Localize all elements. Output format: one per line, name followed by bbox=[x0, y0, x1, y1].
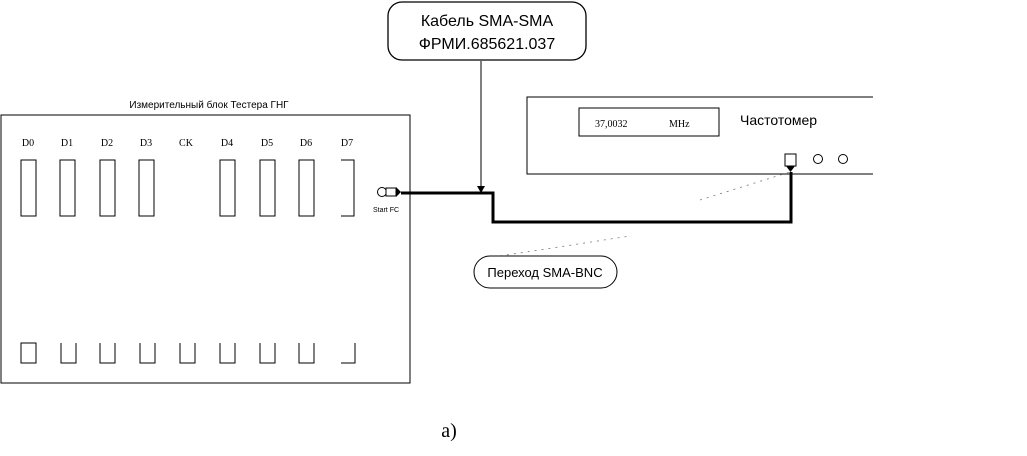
socket-d5-lower bbox=[259, 343, 276, 364]
socket-ck-lower bbox=[179, 343, 196, 364]
socket-d1-upper bbox=[59, 159, 76, 217]
adapter-guide-line bbox=[499, 235, 631, 257]
socket-d6-lower bbox=[298, 343, 315, 364]
sma-cable bbox=[401, 172, 793, 224]
tester-lower-sockets bbox=[20, 342, 356, 364]
tester-title: Измерительный блок Тестера ГНГ bbox=[129, 99, 289, 111]
column-label-ck: CK bbox=[179, 138, 194, 149]
socket-d3-upper bbox=[138, 159, 155, 217]
socket-d4-upper bbox=[219, 159, 236, 217]
column-label-d0: D0 bbox=[22, 138, 34, 149]
column-label-d2: D2 bbox=[101, 138, 113, 149]
start-fc-connector-icon bbox=[377, 187, 401, 197]
adapter-guide-line bbox=[699, 171, 791, 201]
column-label-d6: D6 bbox=[300, 138, 312, 149]
tester-upper-sockets bbox=[20, 159, 355, 217]
socket-d2-upper bbox=[99, 159, 116, 217]
frequency-counter-title: Частотомер bbox=[740, 112, 817, 128]
cable-label-line1: Кабель SMA-SMA bbox=[421, 13, 554, 30]
frequency-counter-body bbox=[526, 96, 873, 175]
cable-label-box bbox=[387, 1, 587, 61]
knob-icon bbox=[838, 154, 848, 164]
column-label-d7: D7 bbox=[341, 138, 353, 149]
socket-d4-lower bbox=[219, 343, 236, 364]
knob-icon bbox=[813, 154, 823, 164]
socket-d5-upper bbox=[259, 159, 276, 217]
column-label-d4: D4 bbox=[221, 138, 233, 149]
socket-d0-lower bbox=[20, 342, 37, 364]
tester-column-labels: D0 D1 D2 D3 CK D4 D5 D6 D7 bbox=[22, 138, 353, 149]
cable-pointer-arrow bbox=[477, 186, 485, 193]
column-label-d3: D3 bbox=[140, 138, 152, 149]
socket-d3-lower bbox=[139, 343, 156, 364]
column-label-d1: D1 bbox=[61, 138, 73, 149]
frequency-unit: MHz bbox=[669, 119, 690, 130]
socket-d7-upper bbox=[341, 159, 355, 217]
tester-block bbox=[0, 114, 411, 384]
frequency-value: 37,0032 bbox=[595, 119, 628, 130]
socket-d2-lower bbox=[99, 343, 116, 364]
adapter-label: Переход SMA-BNC bbox=[487, 265, 602, 280]
socket-d1-lower bbox=[60, 343, 77, 364]
cable-label-line2: ФРМИ.685621.037 bbox=[419, 36, 556, 53]
column-label-d5: D5 bbox=[261, 138, 273, 149]
adapter-label-box bbox=[473, 255, 618, 289]
socket-d6-upper bbox=[298, 159, 315, 217]
start-fc-label: Start FC bbox=[373, 207, 399, 214]
socket-d7-lower bbox=[341, 343, 356, 364]
bnc-input-connector-icon bbox=[784, 153, 797, 172]
frequency-display bbox=[578, 107, 720, 137]
figure-caption: а) bbox=[441, 420, 457, 442]
socket-d0-upper bbox=[20, 159, 37, 217]
